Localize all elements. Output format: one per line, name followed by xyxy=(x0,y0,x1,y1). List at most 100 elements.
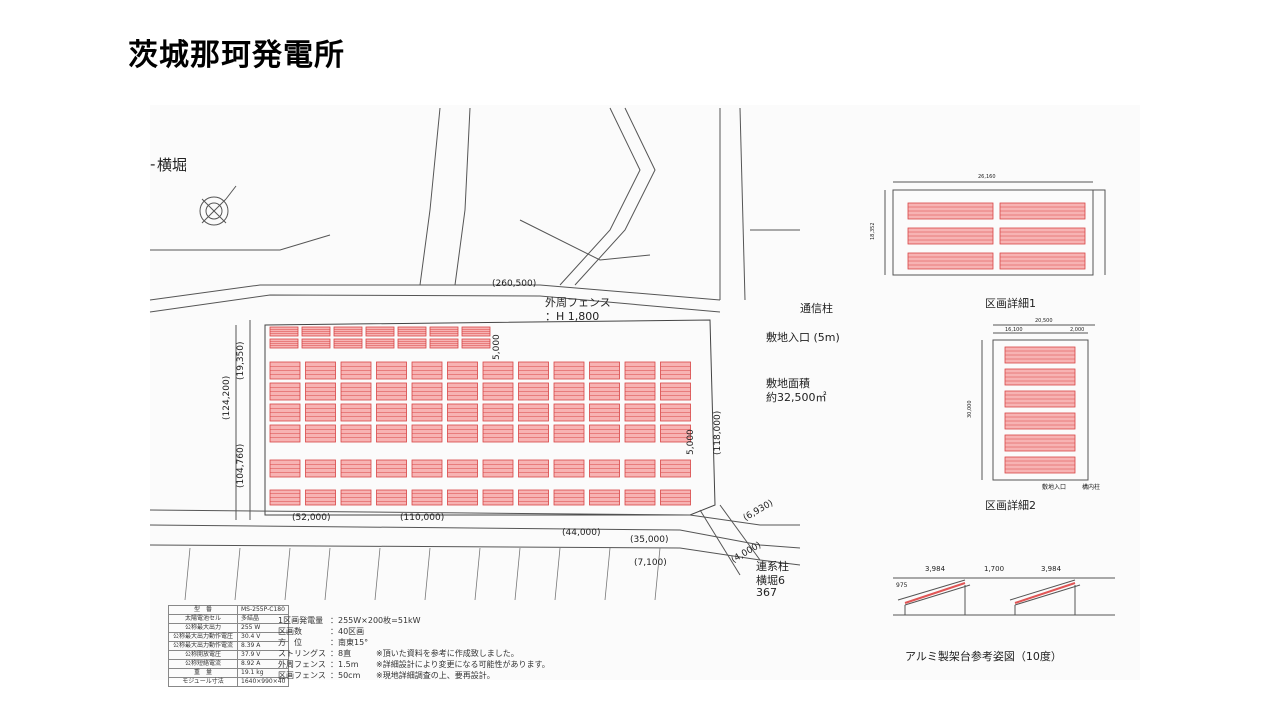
note-line: ※詳細設計により変更になる可能性があります。 xyxy=(376,660,550,669)
detail1-height: 18,352 xyxy=(870,222,876,241)
spec-key: 型 番 xyxy=(168,605,238,615)
summary-row: 1区画発電量 ：255W×200枚=51kW xyxy=(278,615,421,626)
stream-line-a xyxy=(559,107,641,286)
spec-key: 公称最大出力 xyxy=(168,623,238,633)
diag-road xyxy=(699,509,741,576)
summary-key: 区画フェンス xyxy=(278,671,326,680)
site-area-value: 約32,500㎡ xyxy=(766,391,827,404)
spec-key: 公称最大出力動作電圧 xyxy=(168,632,238,642)
lot-line-e xyxy=(150,234,331,251)
summary-key: 区画数 xyxy=(278,627,302,636)
summary-value: ：50cm xyxy=(330,671,361,680)
dim-bottom-a: (52,000) xyxy=(292,513,331,523)
south-lot-dividers xyxy=(184,547,661,601)
detail2-drawing xyxy=(981,324,1095,481)
detail1-width: 26,160 xyxy=(978,174,996,180)
summary-key: ストリングス xyxy=(278,649,326,658)
telecom-pole-label: 通信柱 xyxy=(800,302,833,315)
dim-gap-right: 5,000 xyxy=(686,429,696,455)
summary-key: 方 位 xyxy=(278,638,302,647)
dim-left-top: (19,350) xyxy=(236,341,246,380)
south-lot-line xyxy=(149,544,801,566)
spec-key: 公称開放電圧 xyxy=(168,650,238,660)
summary-row: 外周フェンス：1.5m xyxy=(278,659,421,670)
detail2-gap: 2,000 xyxy=(1070,327,1085,333)
dim-right: (118,000) xyxy=(713,410,723,455)
spec-key: 公称最大出力動作電流 xyxy=(168,641,238,651)
site-boundary xyxy=(264,319,716,516)
mount-width-1: 3,984 xyxy=(925,565,946,573)
note-line: ※現地詳細調査の上、要再設計。 xyxy=(376,671,495,680)
south-road-line-2 xyxy=(149,524,801,549)
solar-array-field xyxy=(269,326,691,506)
dim-bottom-e: (7,100) xyxy=(634,558,667,568)
spec-key: 太陽電池セル xyxy=(168,614,238,624)
detail2-pole: 構内柱 xyxy=(1082,484,1101,491)
summary-value: ：40区画 xyxy=(330,627,365,636)
lot-line-a xyxy=(419,107,441,286)
mount-diagram xyxy=(893,577,1115,616)
dim-left-inner: (104,760) xyxy=(236,443,246,488)
spec-key: 公称短絡電流 xyxy=(168,659,238,669)
mount-panels xyxy=(904,582,1076,604)
north-road-line-2 xyxy=(149,294,721,313)
detail1-drawing xyxy=(884,181,1106,276)
dim-top: (260,500) xyxy=(492,279,537,289)
summary-value: ：南東15° xyxy=(330,638,369,647)
spec-key: 重 量 xyxy=(168,668,238,678)
summary-row: 区画数 ：40区画 xyxy=(278,626,421,637)
detail2-height: 30,000 xyxy=(967,400,973,419)
dim-bottom-b: (110,000) xyxy=(400,513,445,523)
summary-value: ：255W×200枚=51kW xyxy=(330,616,421,625)
summary-key: 1区画発電量 xyxy=(278,616,324,625)
grid-pole-location: 横堀6 xyxy=(756,574,785,587)
dim-bottom-d: (35,000) xyxy=(630,535,669,545)
entrance-label: 敷地入口 (5m) xyxy=(766,331,840,344)
lot-line-b xyxy=(454,107,471,286)
spec-value: MS-255P-C180 xyxy=(236,605,290,615)
site-area-label: 敷地面積 xyxy=(766,377,810,390)
dim-gap-top: 5,000 xyxy=(492,334,502,360)
summary-row: ストリングス ：8直 xyxy=(278,648,421,659)
spec-row: 太陽電池セル多結晶 xyxy=(168,614,290,624)
summary-value: ：1.5m xyxy=(330,660,359,669)
summary-value: ：8直 xyxy=(330,649,352,658)
stream-line-b xyxy=(574,107,656,286)
north-road-line xyxy=(149,284,721,301)
area-label: 横堀 xyxy=(157,156,188,174)
detail2-width: 20,500 xyxy=(1035,318,1053,324)
dim-left-outer: (124,200) xyxy=(222,375,232,420)
diag-road-2 xyxy=(719,504,761,561)
detail1-label: 区画詳細1 xyxy=(985,297,1036,310)
fence-height: ：H 1,800 xyxy=(545,310,600,323)
dim-bottom-c: (44,000) xyxy=(562,528,601,538)
mount-left-offset: 975 xyxy=(896,582,908,589)
grid-pole-label: 連系柱 xyxy=(756,560,789,573)
lot-line-d xyxy=(739,107,746,301)
detail2-label: 区画詳細2 xyxy=(985,499,1036,512)
page-title: 茨城那珂発電所 xyxy=(128,38,345,73)
note-line: ※頂いた資料を参考に作成致しました。 xyxy=(376,649,519,658)
fence-label: 外周フェンス xyxy=(545,296,611,309)
spec-value: 1640×990×40 xyxy=(236,677,290,687)
mount-gap: 1,700 xyxy=(984,565,1005,573)
project-notes: ※頂いた資料を参考に作成致しました。 ※詳細設計により変更になる可能性があります。… xyxy=(376,648,550,681)
detail2-entrance: 敷地入口 xyxy=(1042,484,1067,491)
mount-width-2: 3,984 xyxy=(1041,565,1062,573)
summary-row: 区画フェンス ：50cm xyxy=(278,670,421,681)
north-arrow-icon xyxy=(199,185,237,226)
summary-row: 方 位 ：南東15° xyxy=(278,637,421,648)
detail1-panel-blocks xyxy=(907,202,1086,270)
detail2-panel-blocks xyxy=(1004,346,1076,474)
